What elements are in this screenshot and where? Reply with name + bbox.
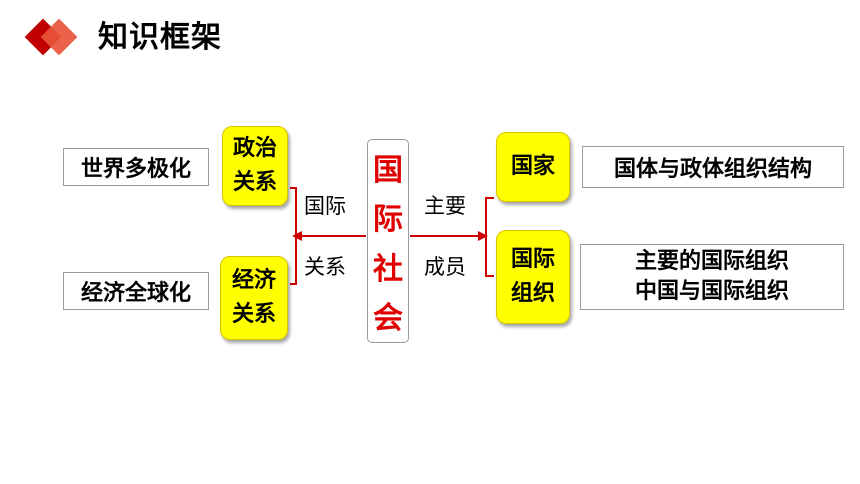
edge-label-left-top: 国际 [304, 194, 346, 218]
edge-label-left-bottom: 关系 [304, 255, 346, 279]
member-box-state: 国家 [496, 132, 570, 202]
detail-box-state-structure: 国体与政体组织结构 [582, 146, 844, 188]
detail-box-intl-orgs: 主要的国际组织 中国与国际组织 [580, 244, 844, 310]
category-box-economic: 经济 关系 [220, 256, 288, 340]
trend-box-multipolar: 世界多极化 [63, 148, 209, 186]
right-bracket [485, 197, 494, 277]
trend-box-globalization: 经济全球化 [63, 272, 209, 310]
page-title: 知识框架 [98, 20, 222, 55]
edge-label-right-bottom: 成员 [424, 255, 466, 279]
edge-label-right-top: 主要 [424, 194, 466, 218]
center-box-international-society: 国 际 社 会 [367, 139, 409, 343]
member-box-intl-org: 国际 组织 [496, 230, 570, 324]
category-box-political: 政治 关系 [222, 126, 288, 206]
